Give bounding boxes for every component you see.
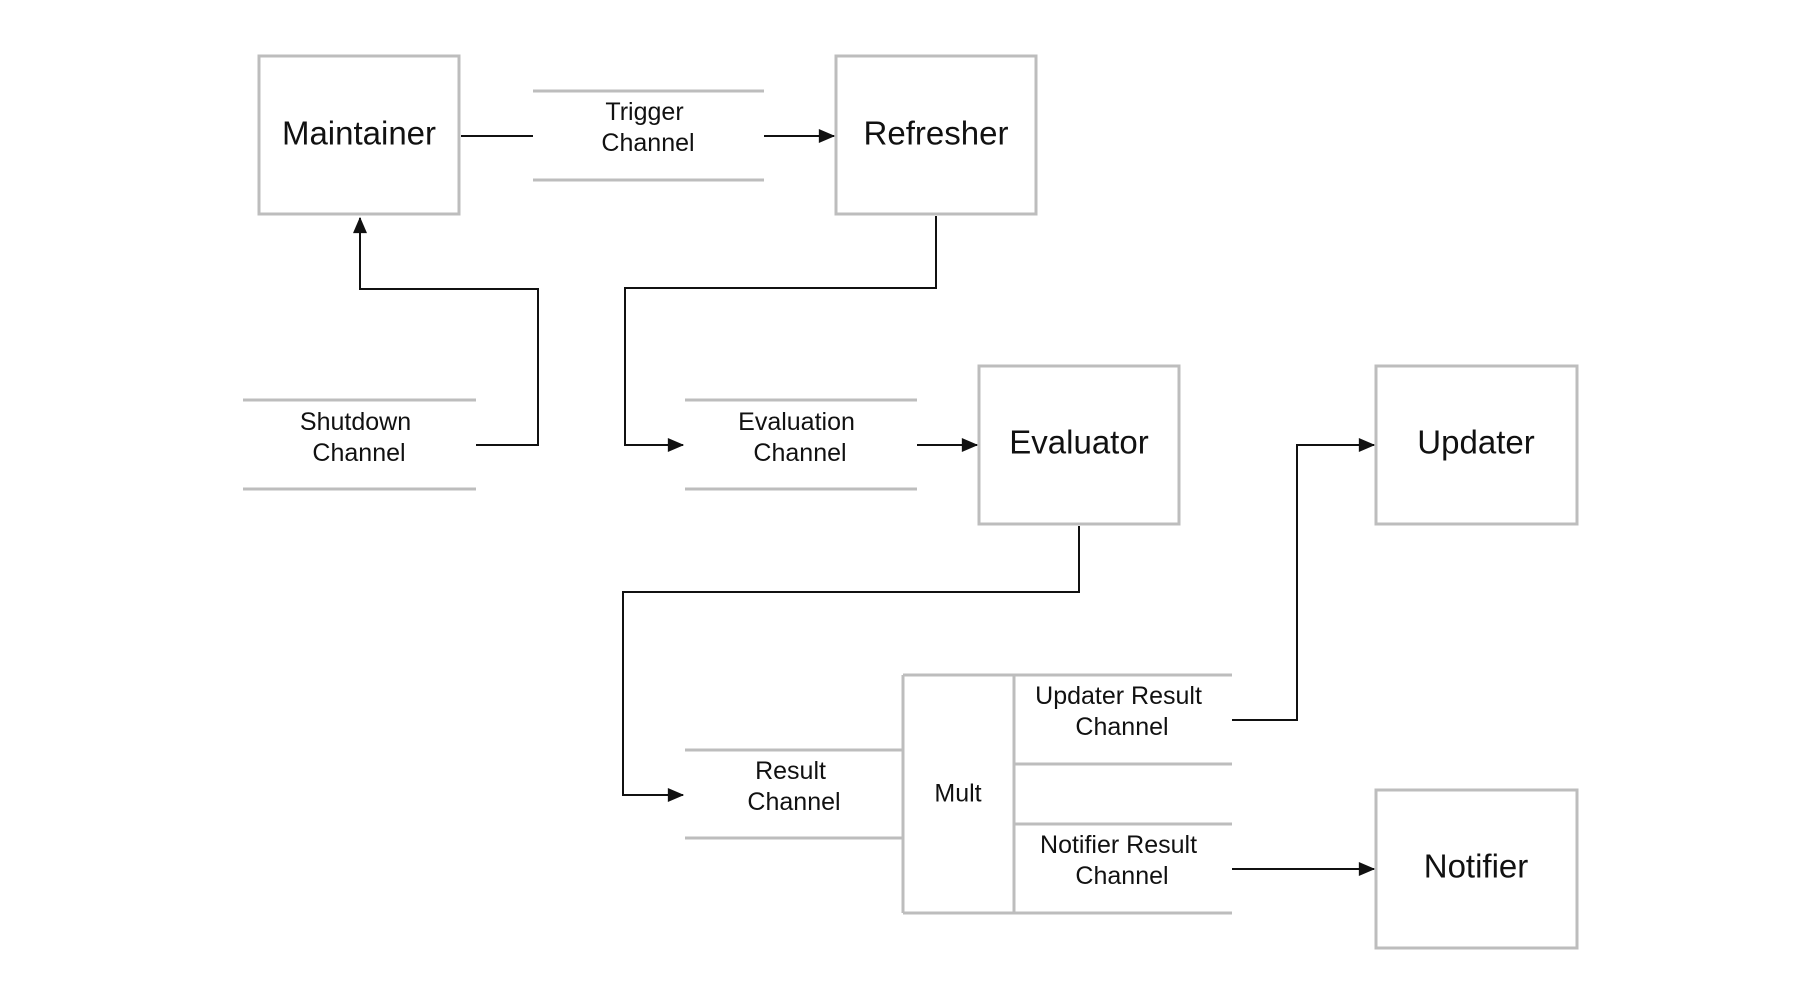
notifier-result-channel: Notifier Result Channel	[1040, 831, 1204, 890]
refresher-node: Refresher	[834, 54, 1038, 216]
evaluation-channel-line1: Evaluation	[738, 408, 855, 436]
updater-label: Updater	[1417, 424, 1534, 461]
mult-label: Mult	[934, 780, 981, 808]
notifier-node: Notifier	[1374, 788, 1579, 950]
notifier-result-channel-label: Notifier Result Channel	[1040, 831, 1204, 890]
trigger-channel: Trigger Channel	[533, 89, 764, 182]
updater-result-channel-line2: Channel	[1075, 713, 1168, 741]
result-channel-line2: Channel	[747, 788, 840, 816]
maintainer-label: Maintainer	[282, 115, 436, 152]
refresher-label: Refresher	[864, 115, 1009, 152]
result-channel: Result Channel	[685, 748, 903, 840]
updater-result-channel-label: Updater Result Channel	[1035, 682, 1209, 741]
shutdown-channel: Shutdown Channel	[243, 398, 476, 491]
evaluation-channel-label: Evaluation Channel	[738, 408, 862, 467]
edge-evaluator-to-result	[622, 526, 1080, 802]
result-channel-line1: Result	[755, 757, 826, 785]
notifier-result-channel-line1: Notifier Result	[1040, 831, 1197, 859]
shutdown-channel-label: Shutdown Channel	[300, 408, 418, 467]
evaluator-label: Evaluator	[1009, 424, 1148, 461]
updater-node: Updater	[1374, 364, 1579, 526]
shutdown-channel-line1: Shutdown	[300, 408, 411, 436]
shutdown-channel-line2: Channel	[312, 439, 405, 467]
updater-result-channel: Updater Result Channel	[1035, 682, 1209, 741]
evaluator-node: Evaluator	[977, 364, 1181, 526]
edge-shutdown-to-maintainer	[353, 216, 539, 446]
notifier-label: Notifier	[1424, 848, 1529, 885]
evaluation-channel-line2: Channel	[753, 439, 846, 467]
edge-updater-result-to-updater	[1232, 438, 1376, 721]
evaluation-channel: Evaluation Channel	[685, 398, 917, 491]
result-channel-label: Result Channel	[747, 757, 840, 816]
updater-result-channel-line1: Updater Result	[1035, 682, 1202, 710]
notifier-result-channel-line2: Channel	[1075, 862, 1168, 890]
mult-block: Mult	[901, 673, 1232, 915]
edge-refresher-to-evaluation	[624, 216, 937, 452]
maintainer-node: Maintainer	[257, 54, 461, 216]
trigger-channel-line1: Trigger	[605, 98, 683, 126]
trigger-channel-line2: Channel	[601, 129, 694, 157]
trigger-channel-label: Trigger Channel	[601, 98, 694, 157]
